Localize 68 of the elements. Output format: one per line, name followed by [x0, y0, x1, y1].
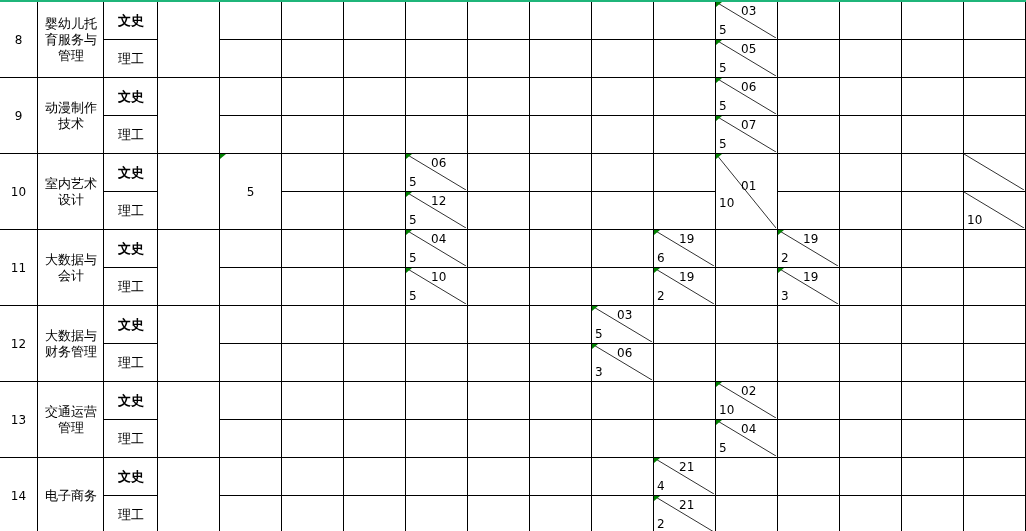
- cell-value: 12: [431, 194, 447, 209]
- cell-value: 3: [781, 289, 789, 304]
- cell-value: 06: [741, 80, 757, 95]
- cell-value: 5: [409, 289, 417, 304]
- cell-value: 05: [741, 42, 757, 57]
- cell-value: 5: [719, 137, 727, 152]
- row-number: 13: [10, 411, 27, 428]
- cell-value: 5: [719, 23, 727, 38]
- cell-value: 5: [246, 183, 255, 200]
- cell-value: 5: [409, 213, 417, 228]
- row-number: 14: [10, 487, 27, 504]
- subject-category: 理工: [117, 354, 144, 371]
- cell-value: 19: [803, 270, 819, 285]
- row-number: 10: [10, 183, 27, 200]
- cell-value: 10: [719, 196, 735, 211]
- subject-category: 理工: [117, 430, 144, 447]
- cell-value: 5: [719, 441, 727, 456]
- row-number: 9: [14, 107, 23, 124]
- cell-value: 5: [409, 251, 417, 266]
- cell-value: 19: [679, 232, 695, 247]
- cell-value: 10: [719, 403, 735, 418]
- cell-value: 19: [803, 232, 819, 247]
- cell-value: 2: [781, 251, 789, 266]
- cell-value: 5: [595, 327, 603, 342]
- cell-value: 21: [679, 460, 695, 475]
- row-number: 11: [10, 259, 27, 276]
- cell-value: 06: [617, 346, 633, 361]
- subject-category: 文史: [117, 468, 144, 485]
- subject-category: 文史: [117, 12, 144, 29]
- cell-value: 10: [431, 270, 447, 285]
- cell-value: 5: [409, 175, 417, 190]
- cell-value: 4: [657, 479, 665, 494]
- cell-value: 07: [741, 118, 757, 133]
- cell-value: 03: [617, 308, 633, 323]
- subject-category: 理工: [117, 506, 144, 523]
- subject-category: 理工: [117, 50, 144, 67]
- cell-value: 10: [967, 213, 983, 228]
- cell-value: 01: [741, 179, 757, 194]
- subject-category: 文史: [117, 316, 144, 333]
- cell-value: 21: [679, 498, 695, 513]
- cell-value: 04: [431, 232, 447, 247]
- major-name: 大数据与会计: [43, 251, 98, 284]
- subject-category: 文史: [117, 240, 144, 257]
- major-name: 大数据与财务管理: [43, 327, 98, 360]
- subject-category: 理工: [117, 126, 144, 143]
- cell-value: 03: [741, 4, 757, 19]
- cell-value: 19: [679, 270, 695, 285]
- cell-value: 06: [431, 156, 447, 171]
- major-name: 室内艺术设计: [43, 175, 98, 208]
- cell-value: 2: [657, 517, 665, 531]
- subject-category: 文史: [117, 392, 144, 409]
- major-name: 动漫制作技术: [43, 99, 98, 132]
- subject-category: 理工: [117, 202, 144, 219]
- row-number: 8: [14, 31, 23, 48]
- cell-value: 04: [741, 422, 757, 437]
- cell-value: 3: [595, 365, 603, 380]
- cell-value: 5: [719, 99, 727, 114]
- cell-value: 02: [741, 384, 757, 399]
- row-number: 12: [10, 335, 27, 352]
- subject-category: 文史: [117, 88, 144, 105]
- cell-value: 5: [719, 61, 727, 76]
- cell-value: 6: [657, 251, 665, 266]
- subject-category: 理工: [117, 278, 144, 295]
- major-name: 电子商务: [44, 487, 97, 504]
- cell-value: 2: [657, 289, 665, 304]
- major-name: 婴幼儿托育服务与管理: [43, 15, 98, 64]
- subject-category: 文史: [117, 164, 144, 181]
- major-name: 交通运营管理: [43, 403, 98, 436]
